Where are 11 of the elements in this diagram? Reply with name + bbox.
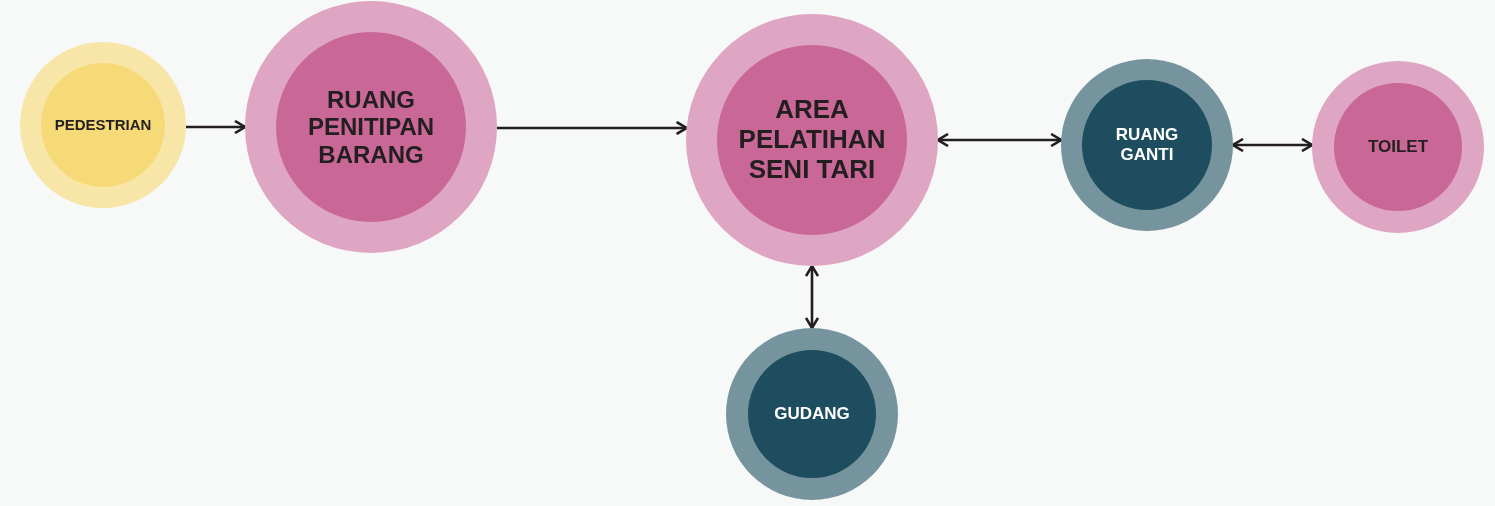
room-label: PEDESTRIAN [53, 116, 153, 134]
arrow [186, 119, 247, 135]
room-label: AREA PELATIHAN SENI TARI [737, 95, 887, 185]
room-label: RUANG GANTI [1114, 125, 1180, 165]
room-label: GUDANG [773, 404, 851, 424]
arrow [804, 264, 820, 330]
arrow [1231, 137, 1314, 153]
room-label: TOILET [1366, 137, 1430, 157]
room-label: RUANG PENITIPAN BARANG [306, 85, 436, 169]
arrow [497, 120, 688, 136]
arrow [936, 132, 1063, 148]
